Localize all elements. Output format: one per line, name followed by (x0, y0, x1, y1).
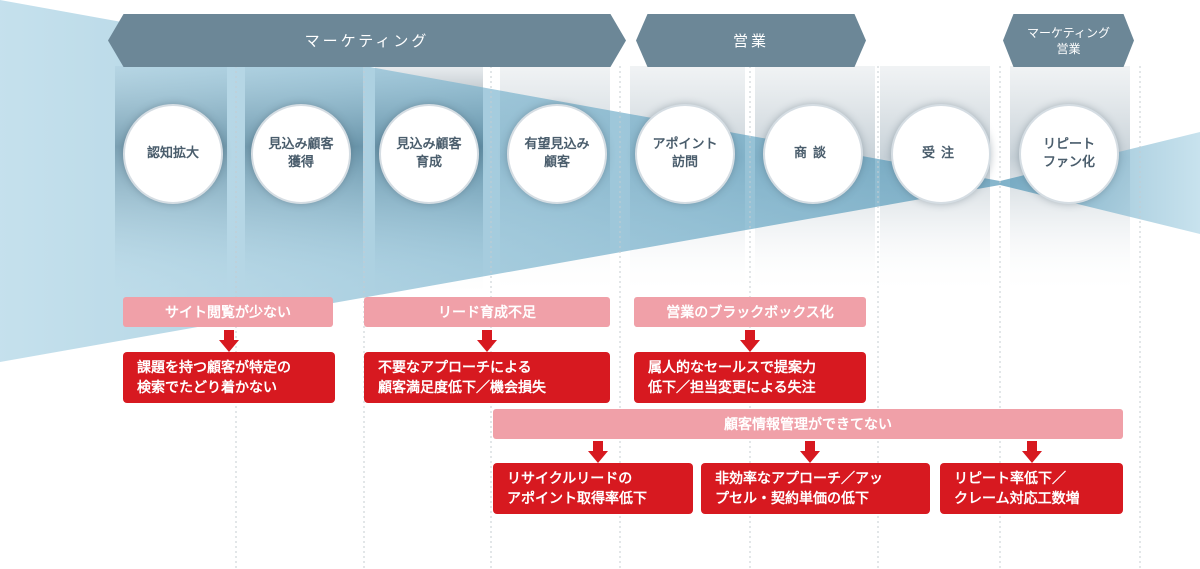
stage-label: 訪問 (671, 155, 698, 170)
down-arrow-icon (588, 441, 608, 463)
stage-appointment: アポイント 訪問 (635, 104, 735, 204)
effect-text: 属人的なセールスで提案力 (648, 359, 816, 376)
effect-text: 低下／担当変更による失注 (648, 379, 816, 396)
effect-satisfaction-decline: 不要なアプローチによる 顧客満足度低下／機会損失 (364, 352, 610, 403)
stage-label: アポイント (652, 137, 718, 152)
issue-customer-info-management: 顧客情報管理ができてない (493, 409, 1123, 439)
stage-repeat-fan: リピート ファン化 (1019, 104, 1119, 204)
stage-label: 見込み顧客 (268, 137, 334, 152)
effect-inefficient-approach: 非効率なアプローチ／アッ プセル・契約単価の低下 (701, 463, 930, 514)
stage-label: 獲得 (287, 155, 314, 170)
down-arrow-icon (477, 330, 497, 352)
issue-sales-black-box: 営業のブラックボックス化 (634, 297, 866, 327)
issue-text: 顧客情報管理ができてない (724, 417, 892, 433)
down-arrow-icon (1022, 441, 1042, 463)
issue-text: サイト閲覧が少ない (165, 305, 291, 321)
phase-sales: 営業 (636, 14, 866, 67)
phase-sales-label: 営業 (732, 32, 769, 50)
phase-both-label-line2: 営業 (1056, 41, 1081, 56)
phase-both-label-line1: マーケティング (1026, 25, 1111, 40)
stage-order: 受注 (891, 104, 991, 204)
issue-lead-nurturing-shortage: リード育成不足 (364, 297, 610, 327)
effect-text: プセル・契約単価の低下 (715, 490, 869, 507)
stage-awareness: 認知拡大 (123, 104, 223, 204)
stage-label: リピート (1042, 137, 1095, 152)
effect-text: 課題を持つ顧客が特定の (137, 359, 291, 376)
stage-label: 商談 (793, 146, 832, 161)
stage-label: 認知拡大 (146, 146, 199, 161)
down-arrow-icon (219, 330, 239, 352)
issue-low-site-views: サイト閲覧が少ない (123, 297, 333, 327)
effect-proposal-decline: 属人的なセールスで提案力 低下／担当変更による失注 (634, 352, 866, 403)
effect-repeat-rate-decline: リピート率低下／ クレーム対応工数増 (940, 463, 1123, 514)
effect-text: アポイント取得率低下 (507, 490, 647, 507)
down-arrow-icon (740, 330, 760, 352)
down-arrow-icon (800, 441, 820, 463)
stage-negotiation: 商談 (763, 104, 863, 204)
stage-lead-acquisition: 見込み顧客 獲得 (251, 104, 351, 204)
effect-text: 顧客満足度低下／機会損失 (378, 379, 546, 396)
stage-label: 受注 (921, 146, 960, 161)
stage-label: 有望見込み (524, 137, 590, 152)
stage-label: 育成 (415, 155, 442, 170)
effect-recycle-lead-appointment: リサイクルリードの アポイント取得率低下 (493, 463, 693, 514)
phase-marketing-sales: マーケティング 営業 (1003, 14, 1134, 67)
effect-not-found-by-search: 課題を持つ顧客が特定の 検索でたどり着かない (123, 352, 335, 403)
funnel-shape (0, 0, 1000, 362)
stage-label: 見込み顧客 (396, 137, 462, 152)
phase-marketing-label: マーケティング (304, 32, 430, 50)
stage-label: ファン化 (1042, 155, 1095, 170)
effect-text: リピート率低下／ (954, 470, 1066, 487)
stage-label: 顧客 (543, 155, 570, 170)
phase-marketing: マーケティング (108, 14, 626, 67)
effect-text: 非効率なアプローチ／アッ (715, 470, 883, 487)
effect-text: 不要なアプローチによる (378, 359, 532, 376)
effect-text: クレーム対応工数増 (954, 490, 1080, 507)
effect-text: 検索でたどり着かない (137, 379, 277, 396)
effect-text: リサイクルリードの (507, 470, 633, 487)
stage-lead-nurturing: 見込み顧客 育成 (379, 104, 479, 204)
stage-prospect: 有望見込み 顧客 (507, 104, 607, 204)
issue-text: 営業のブラックボックス化 (666, 305, 834, 321)
issue-text: リード育成不足 (438, 305, 536, 321)
